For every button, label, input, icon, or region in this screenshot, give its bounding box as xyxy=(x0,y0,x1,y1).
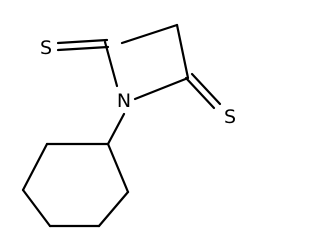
bond-c1-s-left-b xyxy=(56,38,109,45)
bond-n-cyclohexyl xyxy=(106,112,126,146)
bond-c2-c3 xyxy=(120,23,179,45)
bond-n-c1 xyxy=(103,40,119,88)
bond-cy-5 xyxy=(21,142,49,192)
bond-cy-2 xyxy=(97,190,130,228)
molecule-diagram: S N S xyxy=(21,23,236,228)
bond-cy-4 xyxy=(21,188,52,228)
atom-sulfur-left: S xyxy=(40,37,52,59)
bond-c4-s-right-a xyxy=(184,76,216,110)
bond-c4-n xyxy=(133,76,190,101)
bond-c4-s-right-b xyxy=(190,72,222,106)
atom-nitrogen: N xyxy=(117,90,131,112)
bond-cy-1 xyxy=(106,142,130,194)
bond-c1-s-left-a xyxy=(56,45,110,52)
atom-sulfur-right: S xyxy=(224,106,236,128)
bond-c3-c4 xyxy=(175,23,190,80)
